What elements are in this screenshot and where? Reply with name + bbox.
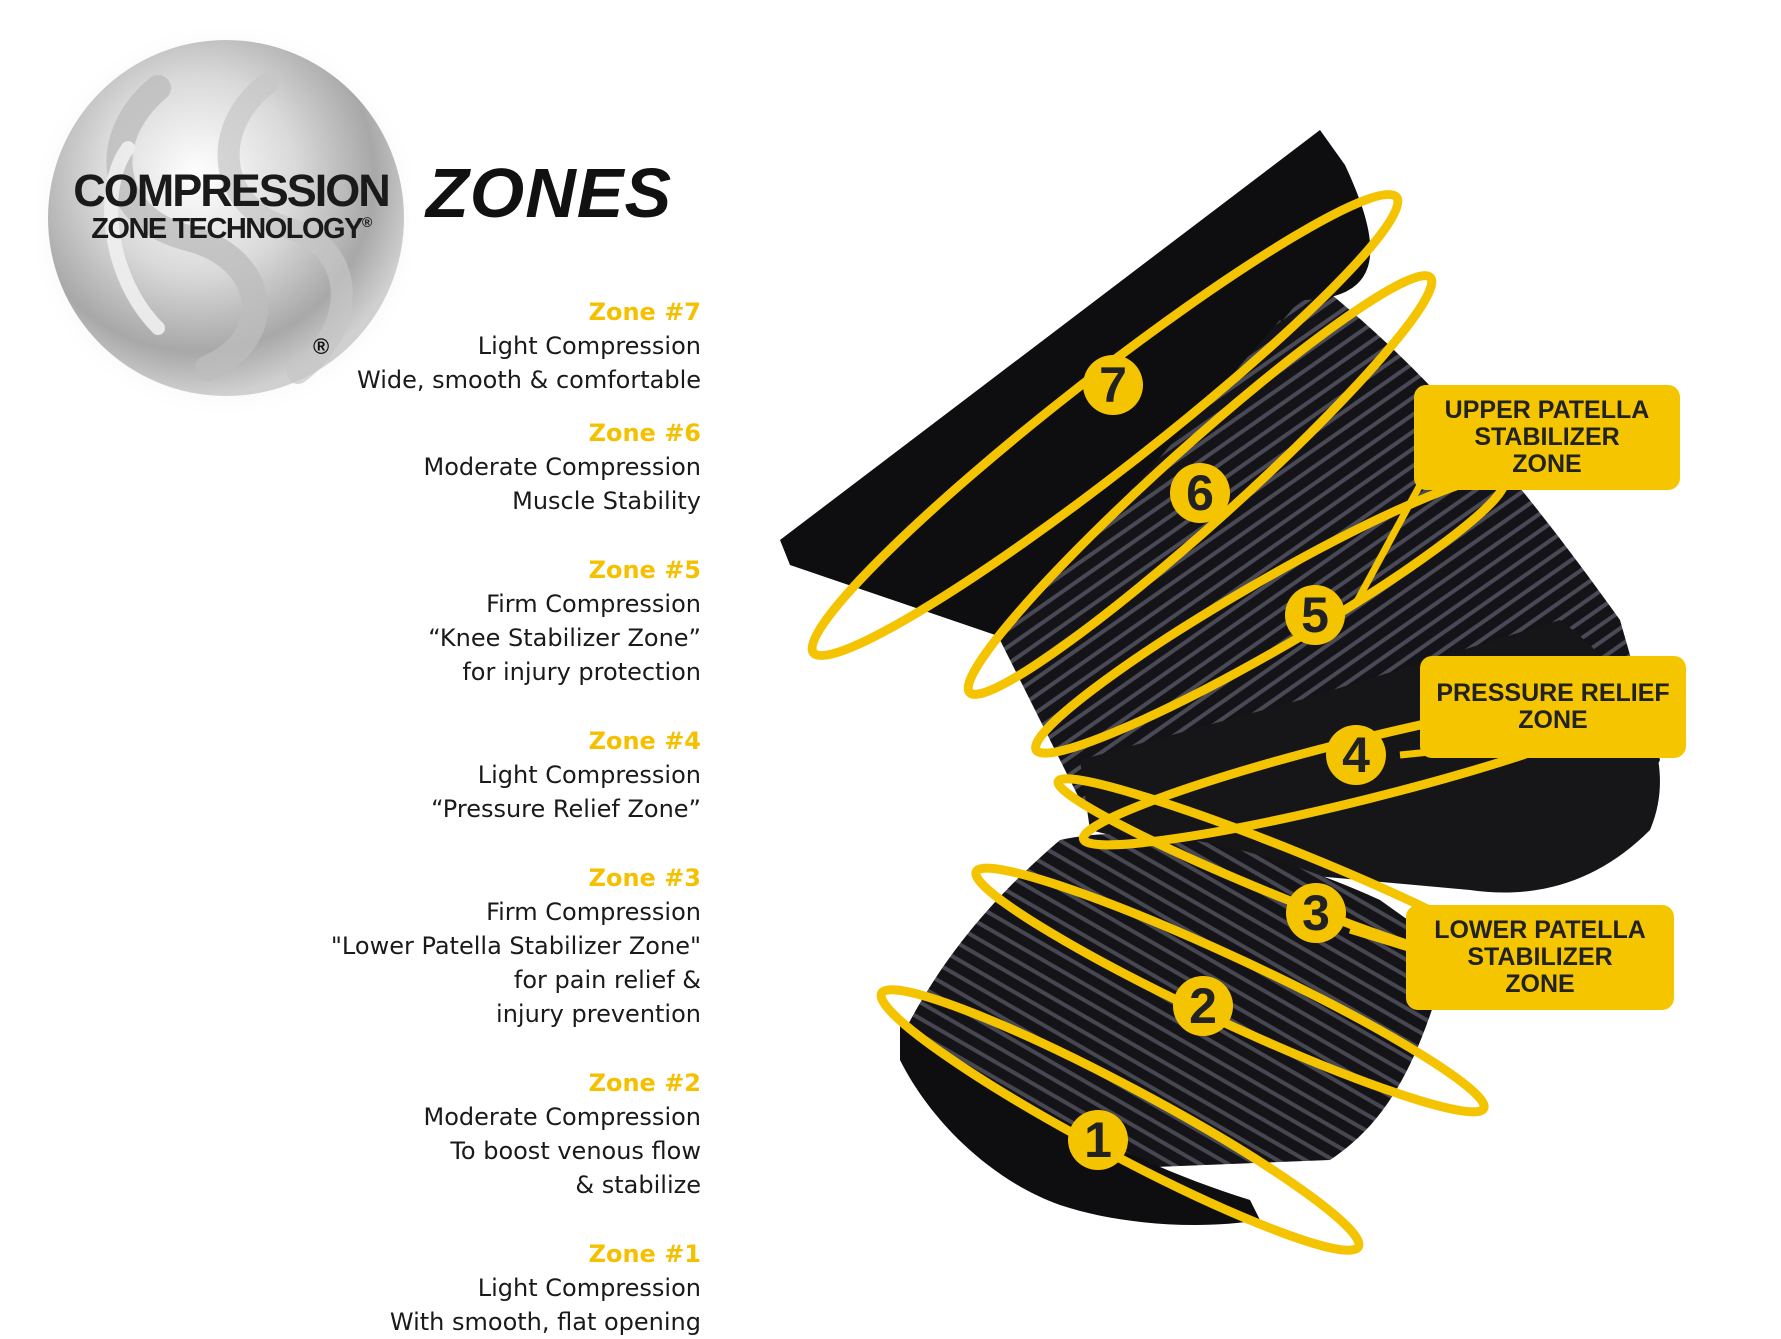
zone-5-description: Zone #5 Firm Compression “Knee Stabilize…	[221, 553, 701, 689]
zone-7-badge: 7	[1083, 355, 1143, 415]
silver-disc-graphic	[38, 28, 410, 420]
zone-line: Light Compression	[477, 332, 701, 360]
zone-heading: Zone #3	[588, 864, 701, 892]
zone-4-number: 4	[1342, 727, 1370, 783]
zone-6-ring	[963, 271, 1437, 699]
upper-patella-callout: UPPER PATELLA STABILIZER ZONE	[1414, 385, 1680, 490]
zone-2-badge: 2	[1173, 976, 1233, 1036]
logo-line-compression: COMPRESSION	[73, 165, 391, 216]
zone-2-number: 2	[1189, 978, 1217, 1034]
logo-line-zone-technology: ZONE TECHNOLOGY®	[91, 213, 372, 245]
zone-4-badge: 4	[1326, 725, 1386, 785]
zone-6-description: Zone #6 Moderate Compression Muscle Stab…	[221, 416, 702, 518]
zone-5-badge: 5	[1285, 585, 1345, 645]
zone-7-number: 7	[1099, 357, 1127, 413]
pressure-relief-callout: PRESSURE RELIEF ZONE	[1420, 656, 1686, 758]
zone-line: for injury protection	[462, 658, 701, 686]
zone-heading: Zone #1	[588, 1240, 701, 1268]
zone-heading: Zone #4	[588, 727, 701, 755]
zone-line: Moderate Compression	[423, 1103, 702, 1131]
zone-line: Wide, smooth & comfortable	[356, 366, 701, 394]
zone-line: Light Compression	[477, 1274, 701, 1302]
zone-line: “Pressure Relief Zone”	[431, 795, 701, 823]
zone-heading: Zone #5	[588, 556, 701, 584]
zone-7-description: Zone #7 Light Compression Wide, smooth &…	[221, 295, 701, 397]
zone-2-description: Zone #2 Moderate Compression To boost ve…	[221, 1066, 702, 1202]
zone-line: “Knee Stabilizer Zone”	[428, 624, 701, 652]
callout-line: STABILIZER	[1474, 423, 1620, 451]
zone-6-badge: 6	[1170, 463, 1230, 523]
zone-6-number: 6	[1186, 465, 1214, 521]
zone-line: "Lower Patella Stabilizer Zone"	[330, 932, 701, 960]
callout-line: LOWER PATELLA	[1434, 916, 1646, 944]
sleeve-mid-panel	[1000, 320, 1500, 760]
zone-4-description: Zone #4 Light Compression “Pressure Reli…	[221, 724, 701, 826]
zone-1-description: Zone #1 Light Compression With smooth, f…	[221, 1237, 701, 1339]
registered-mark: ®	[313, 334, 330, 359]
zone-line: With smooth, flat opening	[389, 1308, 701, 1336]
compression-zone-technology-logo: COMPRESSION ZONE TECHNOLOGY®	[38, 28, 410, 423]
callout-line: PRESSURE RELIEF	[1436, 679, 1670, 707]
callout-line: ZONE	[1505, 970, 1575, 998]
logo-registered-mark: ®	[361, 214, 372, 230]
zone-heading: Zone #6	[588, 419, 701, 447]
zone-heading: Zone #7	[588, 298, 701, 326]
page-title: ZONES	[426, 154, 673, 232]
zone-3-number: 3	[1302, 885, 1330, 941]
callout-line: UPPER PATELLA	[1444, 396, 1650, 424]
zone-5-number: 5	[1301, 587, 1329, 643]
zone-number-badges: 7 6 5 4 3 2 1	[1068, 355, 1386, 1170]
zone-1-number: 1	[1084, 1112, 1112, 1168]
callout-line: ZONE	[1512, 450, 1582, 478]
lower-patella-callout: LOWER PATELLA STABILIZER ZONE	[1406, 905, 1674, 1010]
zone-line: Light Compression	[477, 761, 701, 789]
zone-1-badge: 1	[1068, 1110, 1128, 1170]
callout-line: ZONE	[1518, 706, 1588, 734]
zone-line: injury prevention	[496, 1000, 701, 1028]
zone-heading: Zone #2	[588, 1069, 701, 1097]
callout-line: STABILIZER	[1467, 943, 1613, 971]
zone-7-ring	[807, 189, 1403, 661]
zone-3-description: Zone #3 Firm Compression "Lower Patella …	[221, 861, 701, 1031]
zone-line: To boost venous flow	[450, 1137, 701, 1165]
zone-line: for pain relief &	[513, 966, 701, 994]
zone-line: Firm Compression	[486, 590, 701, 618]
zone-line: Moderate Compression	[423, 453, 702, 481]
zone-line: & stabilize	[575, 1171, 701, 1199]
zone-3-badge: 3	[1286, 883, 1346, 943]
sleeve-bottom-cuff	[900, 1020, 1260, 1225]
zone-line: Muscle Stability	[512, 487, 701, 515]
zone-line: Firm Compression	[486, 898, 701, 926]
